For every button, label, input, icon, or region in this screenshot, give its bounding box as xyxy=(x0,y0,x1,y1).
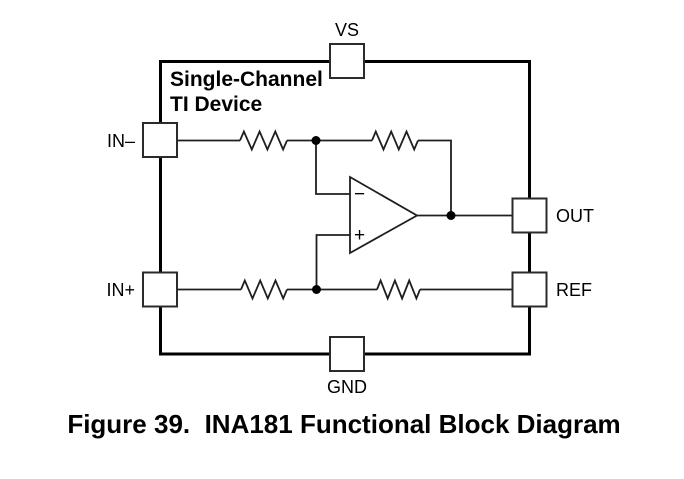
pin-label-out: OUT xyxy=(556,206,594,226)
pin-square-in-minus xyxy=(142,122,178,158)
labels: Single-Channel TI Device VS IN– IN+ OUT … xyxy=(106,20,594,397)
opamp-noninverting-sign: + xyxy=(354,225,365,246)
resistor-ref xyxy=(376,278,421,301)
resistors xyxy=(239,129,421,301)
wire-noninverting-input xyxy=(315,234,350,290)
resistor-input-minus xyxy=(239,129,288,152)
figure-caption: Figure 39. INA181 Functional Block Diagr… xyxy=(67,409,620,439)
wire-r2-to-output-node xyxy=(418,139,452,216)
pin-label-vs: VS xyxy=(335,20,359,40)
pin-square-in-plus xyxy=(142,271,178,308)
pin-square-out xyxy=(511,197,548,234)
pin-label-gnd: GND xyxy=(327,377,367,397)
device-label-line2: TI Device xyxy=(170,93,262,116)
wire-inverting-input xyxy=(315,140,350,195)
opamp: − + xyxy=(349,175,419,255)
device-label-line1: Single-Channel xyxy=(170,68,323,91)
wires xyxy=(177,139,513,291)
junction-dot-output xyxy=(446,211,456,220)
pin-label-ref: REF xyxy=(556,280,592,300)
pin-square-ref xyxy=(511,271,548,308)
pin-label-in-minus: IN– xyxy=(107,131,135,151)
pin-label-in-plus: IN+ xyxy=(106,280,135,300)
junction-dot-noninverting xyxy=(312,285,321,294)
pin-square-gnd xyxy=(329,336,365,372)
junction-dots xyxy=(311,136,456,294)
resistor-feedback xyxy=(371,129,419,152)
pin-squares xyxy=(142,43,548,372)
resistor-input-plus xyxy=(240,278,288,301)
opamp-inverting-sign: − xyxy=(354,184,365,205)
pin-square-vs xyxy=(329,43,365,79)
opamp-triangle xyxy=(349,175,419,255)
junction-dot-inverting xyxy=(311,136,321,145)
